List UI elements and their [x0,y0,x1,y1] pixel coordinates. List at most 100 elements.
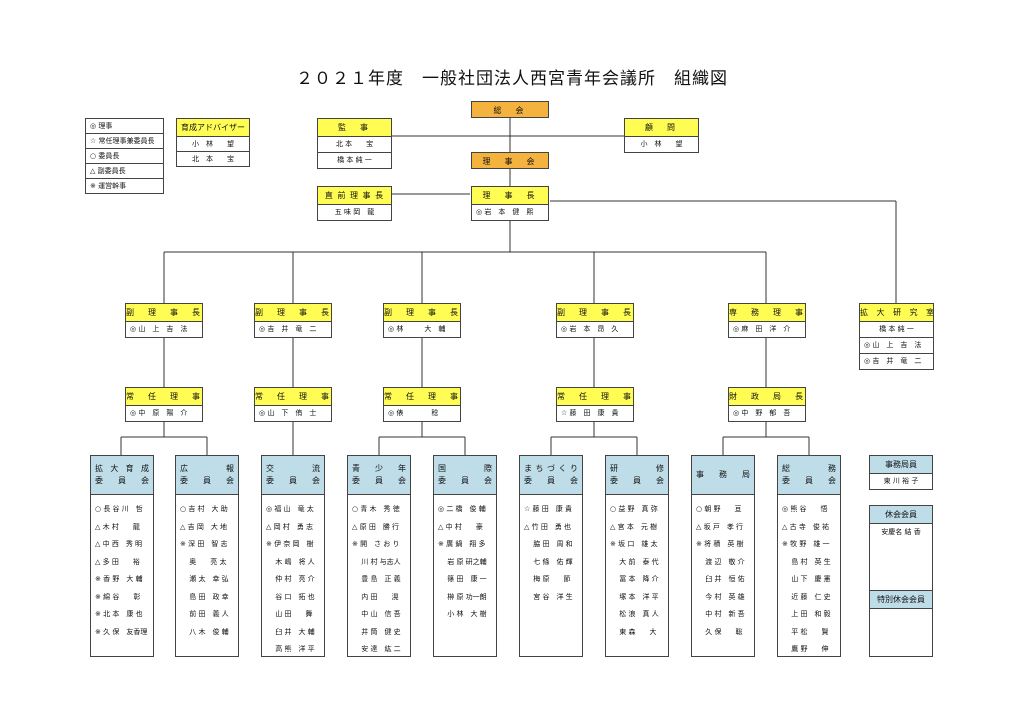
leave-member: 安慶名 結 香 [881,528,921,536]
committee-header-char: 務 [828,464,836,473]
committee-member: 梅 原 節 [524,575,571,583]
committee-header-char: 年 [398,464,406,473]
committee-header: まちづくり委員会 [520,456,582,495]
consultant-box: 顧 問 小 林 望 [624,118,699,153]
committee-header-char: 育 [125,464,134,473]
committee-header-char: 修 [656,464,664,473]
vp-header: 副 理 事 長 [384,304,460,322]
committee-header-char: 総 [782,464,790,473]
committee-header-char: 委 [524,476,532,485]
committee-header-char: 国 [438,464,446,473]
committee-member: 井 筒 健 史 [352,627,401,636]
committee-header-char: 委 [95,476,103,485]
committee-member: ※ 将 積 英 樹 [696,540,744,548]
committee-column: 事務局○ 朝 野 亘△ 坂 戸 孝 行※ 将 積 英 樹 渡 辺 敬 介 臼 井… [691,455,755,657]
past-president-box: 直 前 理 事 長 五 味 岡 龍 [317,186,392,221]
committee-member: 仲 村 亮 介 [266,575,315,583]
committee-column: まちづくり委員会☆ 藤 田 康 貴△ 竹 田 勇 也 脇 田 周 和 七 條 佑… [519,455,583,657]
committee-header: 拡大育成委員会 [91,456,153,495]
committee-member: 塚 本 洋 平 [610,592,659,601]
committee-column: 広報委員会○ 吉 村 大 助△ 吉 岡 大 地※ 深 田 智 志 奥 亮 太 瀬… [175,455,239,657]
expansion-member: ◎ 山 上 吉 法 [860,337,933,353]
vp-member: ◎ 林 大 輔 [388,325,446,333]
committee-header-char: 員 [805,476,813,485]
vp-header: 副 理 事 長 [557,304,633,322]
finance-director-member: ◎ 中 野 郁 吾 [733,409,791,417]
committee-member: △ 竹 田 勇 也 [524,522,572,531]
committee-member: 安 達 紘 二 [352,645,401,653]
page-title: ２０２１年度 一般社団法人西宮青年会議所 組織図 [296,69,728,89]
committee-member: 中 山 信 吾 [352,610,401,618]
committee-member: ※ 牧 野 雄 一 [782,540,830,548]
general-assembly-box: 総 会 [471,101,549,118]
committee-member: △ 中 西 秀 明 [95,540,143,548]
committee-header-char: 委 [782,476,790,485]
committee-member: 平 松 賢 [782,627,829,636]
committee-member: 臼 井 大 輔 [266,627,315,636]
committee-header: 広報委員会 [176,456,238,495]
vp-box: 副 理 事 長 ◎ 吉 井 竜 二 [254,303,332,338]
committee-member: △ 吉 岡 大 地 [180,522,228,531]
executive-director-box: 専 務 理 事 ◎ 麻 田 洋 介 [728,303,806,338]
committee-header: 国際委員会 [434,456,496,495]
committee-header-char: 員 [289,476,297,485]
committee-member: 久 保 聡 [696,627,743,636]
advisor-member: 小 林 望 [192,140,234,148]
committee-header: 事務局 [692,456,754,495]
committee-member: ○ 長 谷 川 哲 [95,505,143,513]
committee-member: ◎ 二 橋 俊 輔 [438,505,486,513]
standing-member: ☆ 藤 田 康 貴 [561,409,619,417]
past-president-member: 五 味 岡 龍 [334,208,375,216]
committee-member: △ 宮 本 元 樹 [610,522,658,531]
committee-member: 岩 原 研之輔 [438,557,487,566]
committee-member: 八 木 俊 輔 [180,627,229,636]
committee-member: △ 坂 戸 孝 行 [696,522,744,531]
committee-column: 青少年委員会○ 青 木 秀 徳△ 原 田 勝 行※ 開 さ お り 川 村 与志… [347,455,411,657]
committee-member: ※ 深 田 智 志 [180,540,228,548]
committee-header-char: 少 [375,464,383,473]
committee-header-char: 会 [141,476,149,485]
consultant-header: 顧 問 [625,119,698,137]
legend-item: ○ 委員長 [86,148,163,163]
committee-member: △ 木 村 龍 [95,522,140,531]
committee-header-char: 拡 [95,464,103,473]
standing-member: ◎ 山 下 侑 士 [259,409,317,417]
committee-member: 島 村 英 生 [782,557,831,566]
committee-member: ○ 青 木 秀 徳 [352,505,400,513]
committee-header-char: 局 [742,470,750,479]
committee-header: 青少年委員会 [348,456,410,495]
standing-header: 常 任 理 事 [255,388,331,406]
president-header: 理 事 長 [472,187,548,205]
standing-box: 常 任 理 事 ☆ 藤 田 康 貴 [556,387,634,422]
committee-member: △ 岡 村 勇 志 [266,522,314,531]
vp-header: 副 理 事 長 [126,304,202,322]
committee-member: 瀬 太 幸 弘 [180,575,229,583]
committee-member: 高 熊 洋 平 [266,645,315,653]
committee-header-char: 際 [484,464,492,473]
committee-header-char: 広 [180,464,188,473]
committee-header-char: 会 [828,476,836,485]
committee-header-char: づ [547,464,555,473]
committee-member: 大 前 泰 代 [610,557,659,566]
president-box: 理 事 長 ◎ 岩 本 健 熙 [471,186,549,221]
secretariat-member: 東 川 裕 子 [883,477,919,485]
finance-director-box: 財 政 局 長 ◎ 中 野 郁 吾 [728,387,806,422]
committee-member: 山 下 慶 憲 [782,575,831,583]
committee-header-char: 会 [312,476,320,485]
committee-header-char: 会 [398,476,406,485]
leave-header: 休会会員 [870,506,932,524]
auditor-header: 監 事 [318,119,391,137]
committee-member: 渡 辺 敬 介 [696,557,745,566]
committee-header-char: 員 [547,476,555,485]
committee-member: ※ 香 野 大 輔 [95,575,143,583]
committee-header-char: 青 [352,464,360,473]
committee-header-char: ま [524,464,532,473]
committee-member: 奥 亮 太 [180,557,227,566]
standing-header: 常 任 理 事 [557,388,633,406]
committee-member: ※ 綿 谷 彰 [95,592,141,601]
committee-header-char: 研 [610,464,618,473]
committee-member: △ 中 村 豪 [438,522,483,531]
vp-member: ◎ 山 上 吉 法 [130,325,188,333]
committee-member: 今 村 英 雄 [696,592,745,601]
committee-header-char: 委 [352,476,360,485]
